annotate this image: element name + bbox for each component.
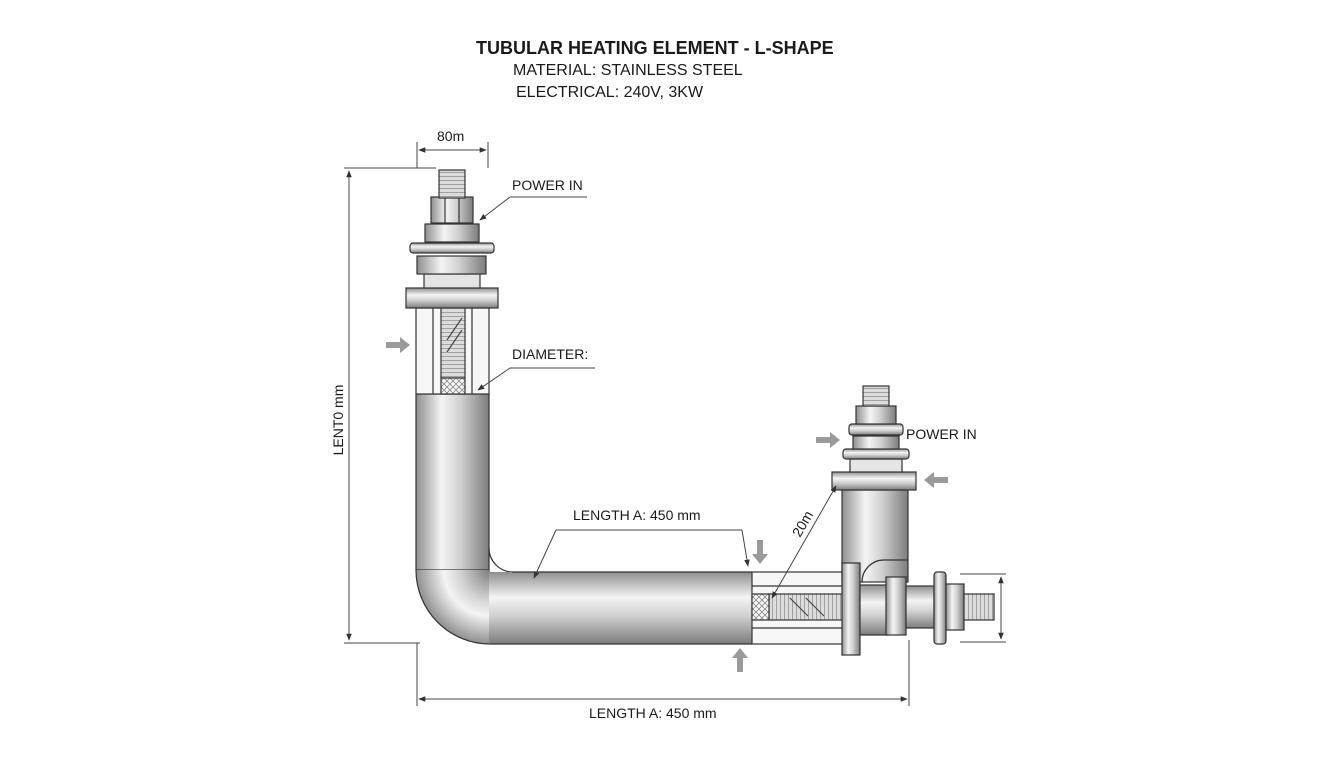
material-spec: MATERIAL: STAINLESS STEEL (513, 62, 743, 79)
power-in-top-label: POWER IN (512, 177, 583, 193)
right-terminal (831, 385, 917, 583)
electrical-spec: ELECTRICAL: 240V, 3KW (516, 84, 704, 101)
length-a-bottom-label: LENGTH A: 450 mm (589, 705, 717, 721)
diagram-title: TUBULAR HEATING ELEMENT - L-SHAPE (476, 38, 834, 58)
length-a-upper-label: LENGTH A: 450 mm (573, 507, 701, 523)
diameter-label: DIAMETER: (512, 346, 588, 362)
leader-lines (477, 196, 837, 599)
horizontal-tube (489, 571, 845, 645)
diagonal-dim-label: 20m (789, 508, 816, 540)
top-width-label: 80m (437, 128, 464, 144)
right-end-fittings (841, 562, 995, 656)
dimension-lines (344, 142, 1006, 706)
power-in-right-label: POWER IN (906, 426, 977, 442)
indicator-arrows (386, 337, 948, 672)
left-leg (405, 169, 513, 645)
vertical-length-label: LENT0 mm (330, 385, 346, 456)
